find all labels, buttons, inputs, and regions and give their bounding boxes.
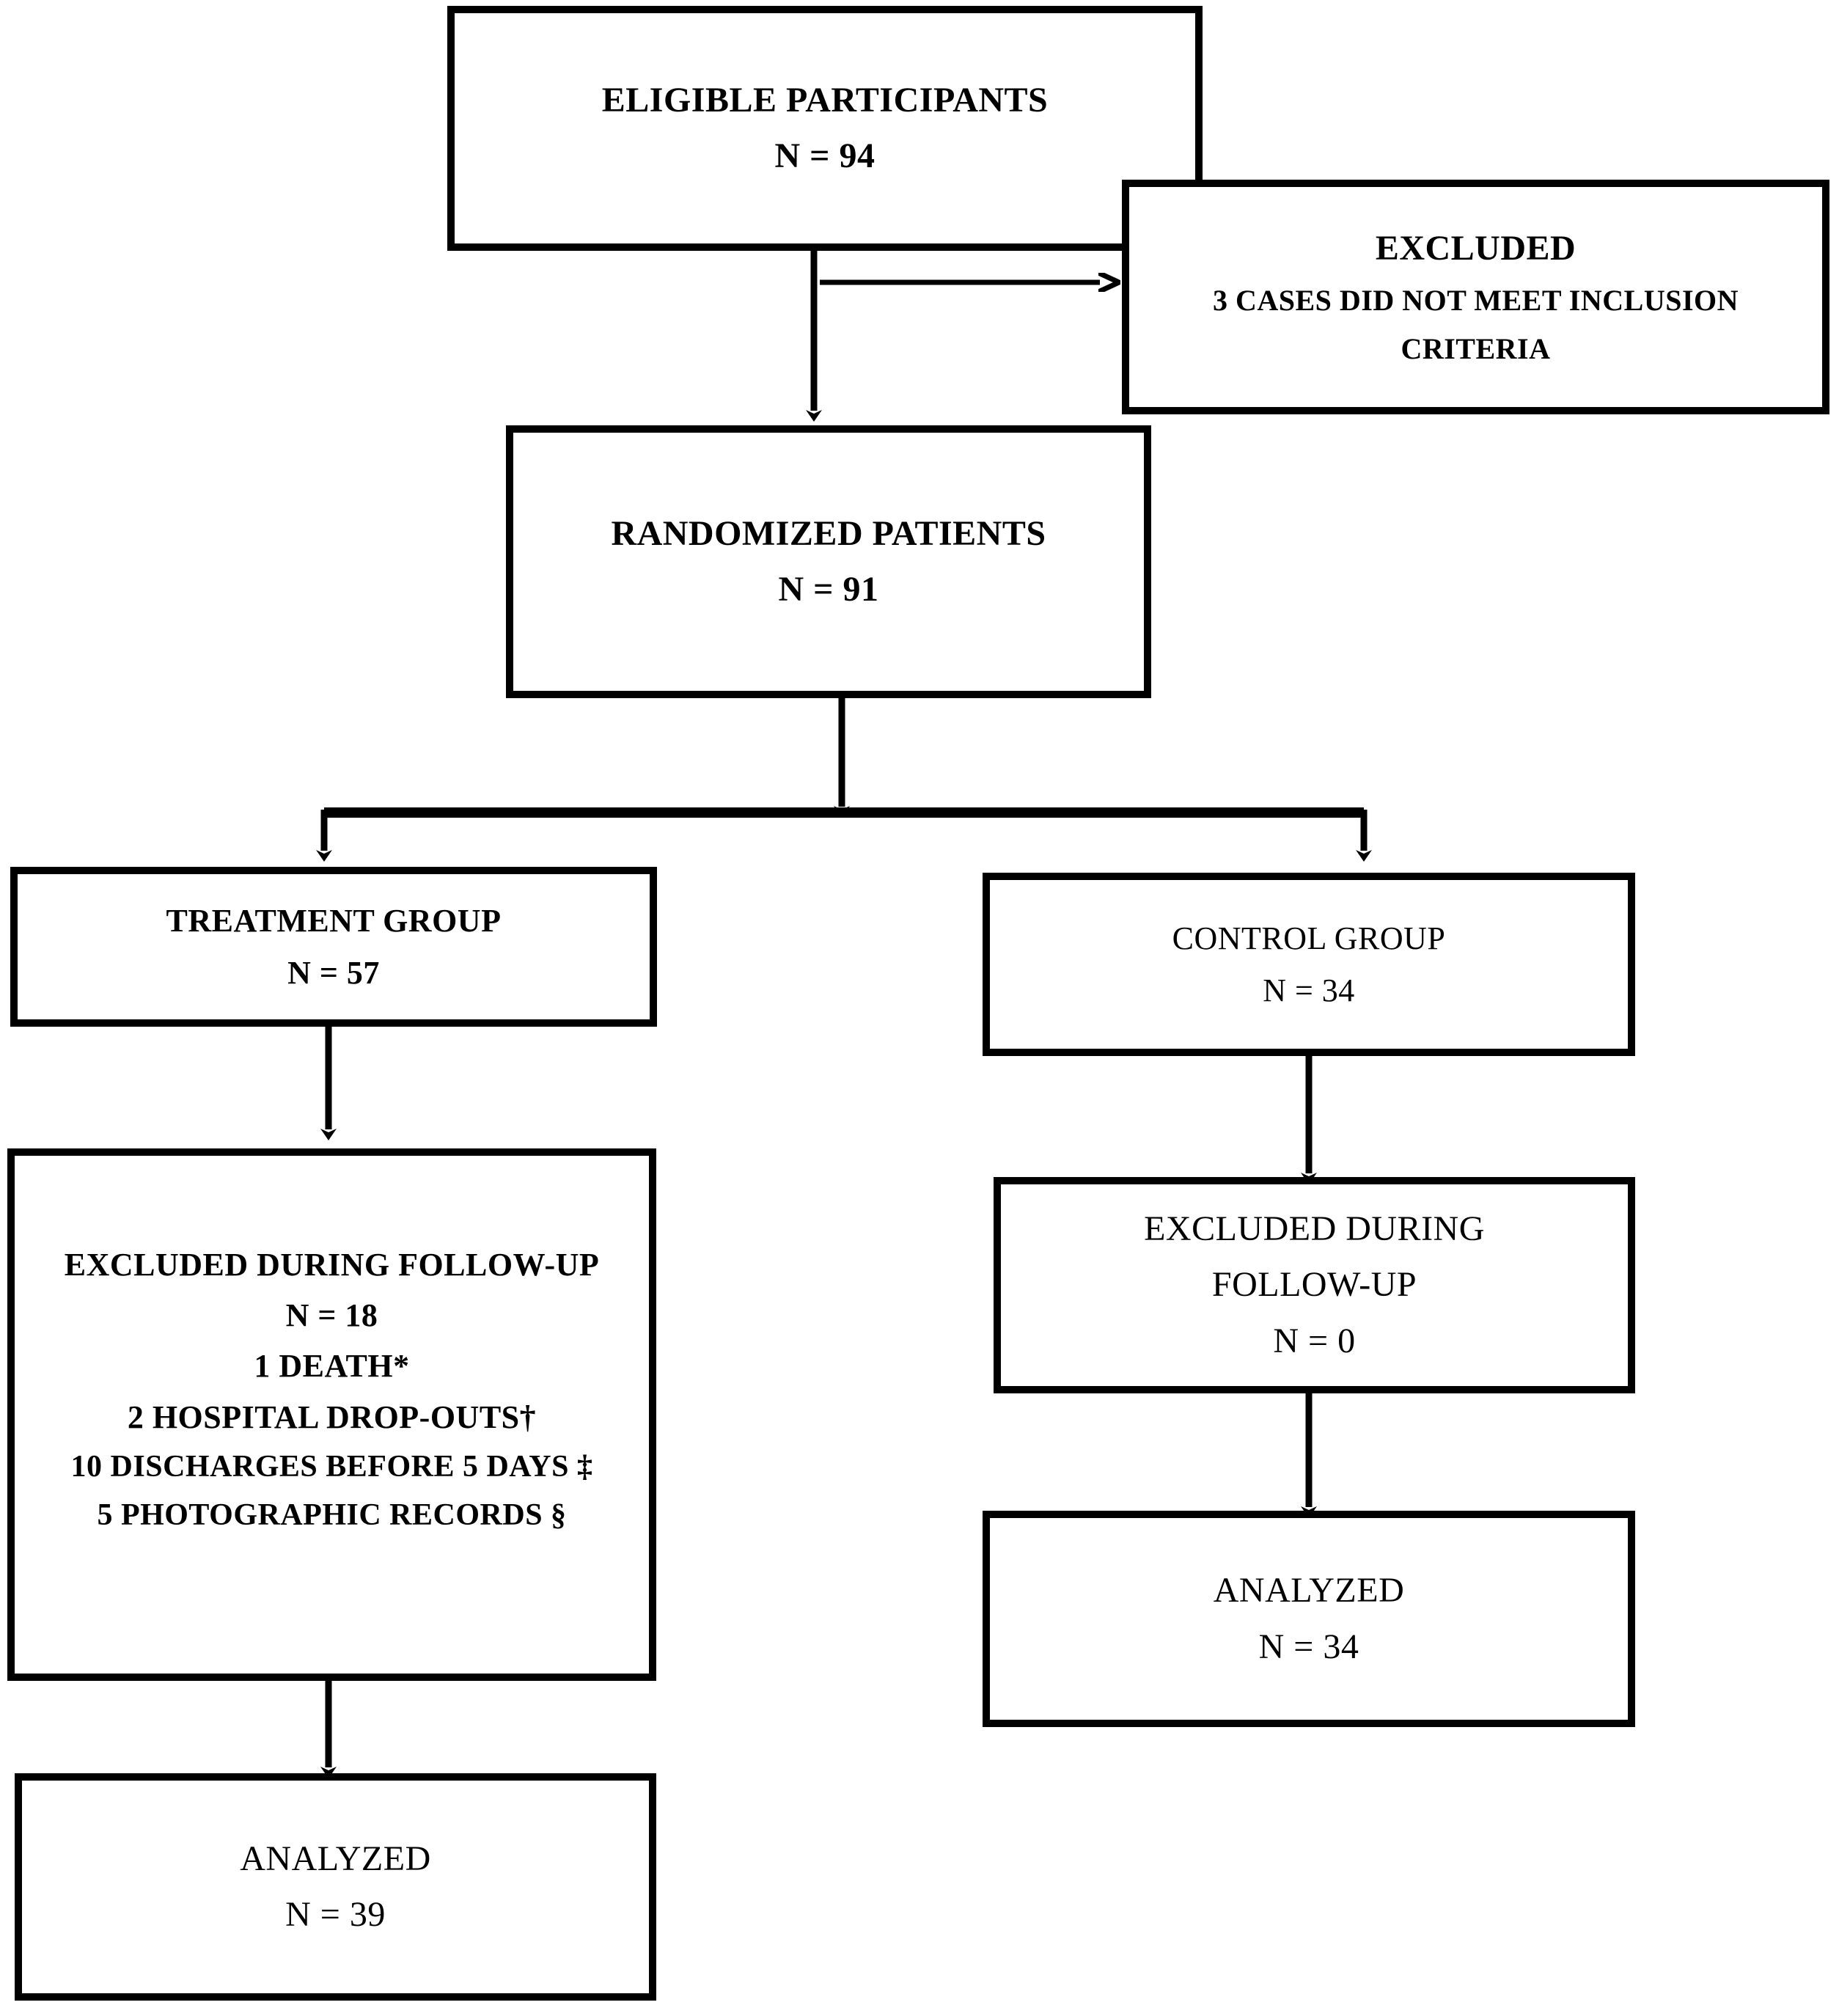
randomized-patients-label: RANDOMIZED PATIENTS xyxy=(611,513,1046,553)
eligible-participants-box[interactable]: ELIGIBLE PARTICIPANTS N = 94 xyxy=(447,6,1203,251)
control-group-label: CONTROL GROUP xyxy=(1172,920,1446,956)
randomized-patients-count: N = 91 xyxy=(778,570,879,609)
excluded-reason-dropouts: 2 HOSPITAL DROP-OUTS† xyxy=(127,1399,537,1435)
eligible-participants-label: ELIGIBLE PARTICIPANTS xyxy=(601,80,1049,120)
treatment-group-label: TREATMENT GROUP xyxy=(166,902,502,939)
excluded-reason-photographic: 5 PHOTOGRAPHIC RECORDS § xyxy=(97,1498,567,1533)
excluded-screening-box[interactable]: EXCLUDED 3 CASES DID NOT MEET INCLUSION … xyxy=(1122,180,1829,414)
control-group-box[interactable]: CONTROL GROUP N = 34 xyxy=(983,873,1635,1056)
analyzed-control-box[interactable]: ANALYZED N = 34 xyxy=(983,1511,1635,1727)
analyzed-control-count: N = 34 xyxy=(1258,1627,1359,1666)
excluded-reason-death: 1 DEATH* xyxy=(254,1348,410,1385)
treatment-group-box[interactable]: TREATMENT GROUP N = 57 xyxy=(10,867,657,1027)
analyzed-treatment-box[interactable]: ANALYZED N = 39 xyxy=(15,1773,656,2001)
excluded-followup-treatment-heading: EXCLUDED DURING FOLLOW-UP xyxy=(64,1247,600,1283)
randomized-patients-box[interactable]: RANDOMIZED PATIENTS N = 91 xyxy=(506,425,1151,698)
analyzed-control-label: ANALYZED xyxy=(1213,1571,1405,1610)
eligible-participants-count: N = 94 xyxy=(774,136,876,175)
analyzed-treatment-count: N = 39 xyxy=(285,1895,386,1934)
excluded-reason-discharges: 10 DISCHARGES BEFORE 5 DAYS ‡ xyxy=(70,1449,593,1484)
excluded-screening-detail-1: 3 CASES DID NOT MEET INCLUSION xyxy=(1212,284,1739,318)
excluded-followup-treatment-box[interactable]: EXCLUDED DURING FOLLOW-UP N = 18 1 DEATH… xyxy=(7,1148,656,1681)
excluded-followup-control-heading-1: EXCLUDED DURING xyxy=(1144,1209,1485,1248)
excluded-screening-detail-2: CRITERIA xyxy=(1401,332,1551,366)
excluded-followup-control-count: N = 0 xyxy=(1273,1321,1356,1360)
excluded-followup-control-heading-2: FOLLOW-UP xyxy=(1211,1265,1417,1305)
treatment-group-count: N = 57 xyxy=(287,955,380,991)
excluded-followup-control-box[interactable]: EXCLUDED DURING FOLLOW-UP N = 0 xyxy=(994,1177,1635,1393)
analyzed-treatment-label: ANALYZED xyxy=(240,1839,431,1878)
excluded-followup-treatment-count: N = 18 xyxy=(285,1297,378,1334)
edge-randomized-to-split xyxy=(316,698,1372,862)
excluded-screening-heading: EXCLUDED xyxy=(1375,228,1576,268)
control-group-count: N = 34 xyxy=(1263,972,1355,1008)
